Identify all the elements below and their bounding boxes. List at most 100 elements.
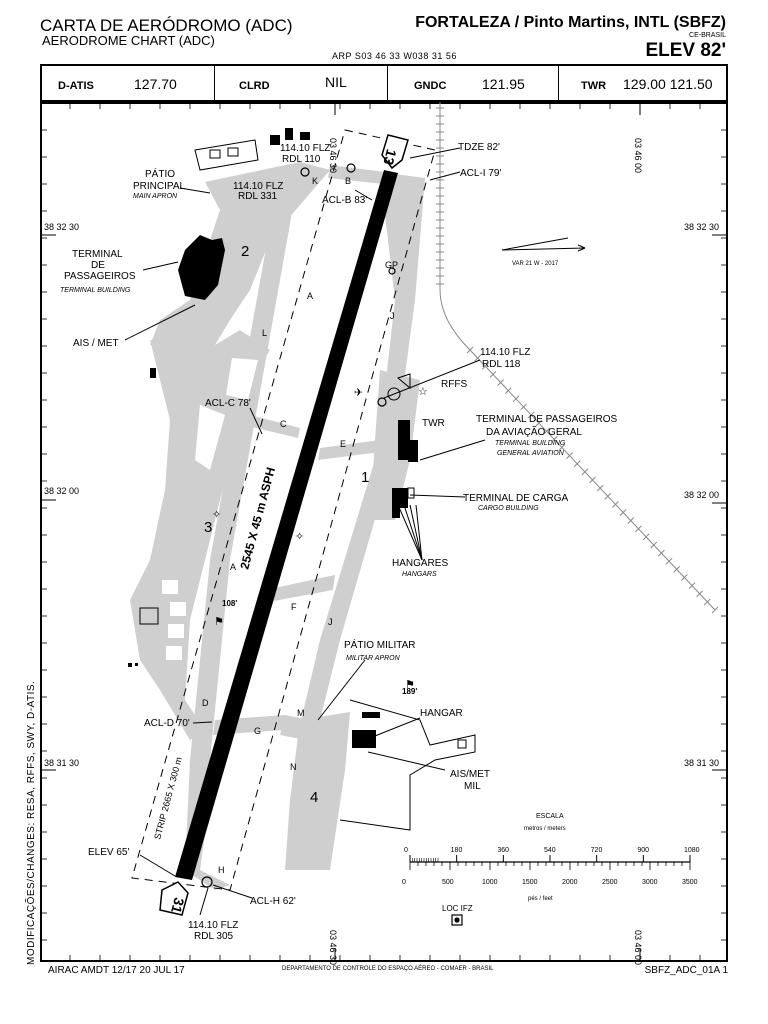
brg-108-label: 108' bbox=[222, 599, 237, 608]
apron-numbers: 1 2 3 4 bbox=[204, 243, 369, 806]
vor-h-icon bbox=[201, 876, 213, 888]
hangar-building bbox=[352, 730, 376, 748]
terminal-building-label: TERMINAL BUILDING bbox=[60, 287, 131, 294]
scale-m-label: 360 bbox=[497, 847, 509, 854]
runway bbox=[175, 170, 398, 880]
scale-ft-label: 1000 bbox=[482, 879, 498, 886]
vor-top-rdl: RDL 110 bbox=[282, 154, 321, 165]
gp-icon bbox=[388, 267, 396, 275]
apron-3-label: 3 bbox=[204, 519, 212, 536]
tdze-label: TDZE 82' bbox=[458, 142, 500, 153]
scale-m-label: 180 bbox=[451, 847, 463, 854]
building-outlines bbox=[139, 139, 415, 625]
lon-top-left: 03 46 30 bbox=[328, 138, 338, 173]
connector-c bbox=[248, 415, 300, 438]
vor-bottom-freq: 114.10 FLZ bbox=[188, 920, 238, 931]
ga-terminal bbox=[408, 440, 418, 462]
lat-3-left: 38 31 30 bbox=[44, 758, 79, 768]
ais-met-mil-label-1: AIS/MET bbox=[450, 769, 490, 780]
vor-b-icon bbox=[346, 163, 356, 173]
freq-clrd-value: NIL bbox=[325, 74, 347, 90]
beacon-icons: ✈ ☆ ✧ ✧ ⚑ ⚑ bbox=[212, 386, 428, 691]
lat-1-right: 38 32 30 bbox=[684, 222, 719, 232]
pavement-islands bbox=[162, 358, 258, 660]
railway-line bbox=[439, 102, 716, 611]
twy-l-label: L bbox=[262, 328, 267, 338]
vor-k-rdl: RDL 331 bbox=[238, 191, 278, 202]
acl-i-label: ACL-I 79' bbox=[460, 168, 501, 179]
twy-a1-label: A bbox=[307, 291, 313, 301]
freq-twr-label: TWR bbox=[581, 80, 607, 92]
hangares-label: HANGARES bbox=[392, 558, 448, 569]
ais-met-mil-label-2: MIL bbox=[464, 781, 481, 792]
militar-apron-label: MILITAR APRON bbox=[346, 655, 401, 662]
scale-m-label: 0 bbox=[404, 847, 408, 854]
patio-principal-label: PÁTIO bbox=[145, 167, 175, 180]
scale-ft-label: 0 bbox=[402, 879, 406, 886]
scale-ft-label: 500 bbox=[442, 879, 454, 886]
lat-3-right: 38 31 30 bbox=[684, 758, 719, 768]
taxiway-j bbox=[300, 172, 425, 725]
twy-e-label: E bbox=[340, 439, 346, 449]
elev-65-label: ELEV 65' bbox=[88, 847, 129, 858]
airport-name: FORTALEZA / Pinto Martins, INTL (SBFZ) bbox=[415, 14, 726, 31]
twy-a2-label: A bbox=[230, 562, 236, 572]
cargo-building-1 bbox=[392, 488, 400, 518]
ga-terminal-label-3: TERMINAL BUILDING bbox=[495, 440, 566, 447]
scale-ft-label: 3000 bbox=[642, 879, 658, 886]
lat-1-left: 38 32 30 bbox=[44, 222, 79, 232]
freq-datis-label: D-ATIS bbox=[58, 80, 94, 92]
west-apron bbox=[130, 330, 270, 740]
connector-b bbox=[328, 165, 385, 184]
light-beacon-2-icon: ✧ bbox=[295, 531, 304, 543]
scale-ft-label: 3500 bbox=[682, 879, 698, 886]
wind-indicator-icon: ✈ bbox=[354, 387, 363, 399]
cargo-building-2 bbox=[400, 488, 408, 508]
terminal-label-3: PASSAGEIROS bbox=[64, 271, 136, 282]
scale-unit-ft: pés / feet bbox=[528, 896, 553, 902]
railway-ticks bbox=[436, 107, 719, 614]
freq-clrd-label: CLRD bbox=[239, 80, 270, 92]
freq-gndc: GNDC 121.95 bbox=[388, 66, 559, 100]
ga-terminal-label-4: GENERAL AVIATION bbox=[497, 450, 565, 457]
main-apron-label: MAIN APRON bbox=[133, 193, 178, 200]
rwy-13-marker: 13 bbox=[380, 134, 409, 170]
freq-twr-value: 129.00 121.50 bbox=[623, 76, 713, 92]
runway-strip-label: STRIP 2665 X 300 m bbox=[152, 756, 184, 841]
patio-militar-label: PÁTIO MILITAR bbox=[344, 638, 416, 651]
apron-1 bbox=[370, 370, 420, 520]
loc-label: LOC IFZ bbox=[442, 904, 473, 913]
chart-frame bbox=[40, 102, 728, 962]
vor-k-icon bbox=[300, 167, 310, 177]
arp-coordinates: ARP S03 46 33 W038 31 56 bbox=[332, 51, 457, 61]
pavement bbox=[130, 162, 425, 890]
vor-118-freq: 114.10 FLZ bbox=[480, 347, 530, 358]
acl-c-label: ACL-C 78' bbox=[205, 398, 251, 409]
connector-e bbox=[318, 440, 380, 460]
patio-principal-label-2: PRINCIPAL bbox=[133, 181, 185, 192]
scale-title: ESCALA bbox=[536, 813, 564, 820]
gp-label: GP bbox=[385, 260, 398, 270]
apron-4-label: 4 bbox=[310, 789, 318, 806]
windsock-189-icon: ⚑ bbox=[405, 679, 415, 691]
windsock-108-icon: ⚑ bbox=[214, 616, 224, 628]
taxiway-labels: A A B C D E F G H J J K L M N bbox=[202, 176, 395, 875]
elevation: ELEV 82' bbox=[645, 40, 726, 61]
acl-b-label: ACL-B 83' bbox=[322, 195, 367, 206]
edge-ticks bbox=[42, 104, 726, 960]
apron-2-label: 2 bbox=[241, 243, 249, 260]
buildings bbox=[128, 128, 418, 748]
twy-j1-label: J bbox=[390, 311, 395, 321]
hangars-label: HANGARS bbox=[402, 571, 437, 578]
chart-title-pt: CARTA DE AERÓDROMO (ADC) bbox=[40, 16, 293, 35]
twy-g-label: G bbox=[254, 726, 261, 736]
ga-terminal-label-1: TERMINAL DE PASSAGEIROS bbox=[476, 414, 617, 425]
ais-met-building bbox=[150, 368, 156, 378]
taxiway-a bbox=[190, 168, 300, 760]
region: CE-BRASIL bbox=[689, 32, 726, 39]
terminal-label-1: TERMINAL bbox=[72, 249, 123, 260]
